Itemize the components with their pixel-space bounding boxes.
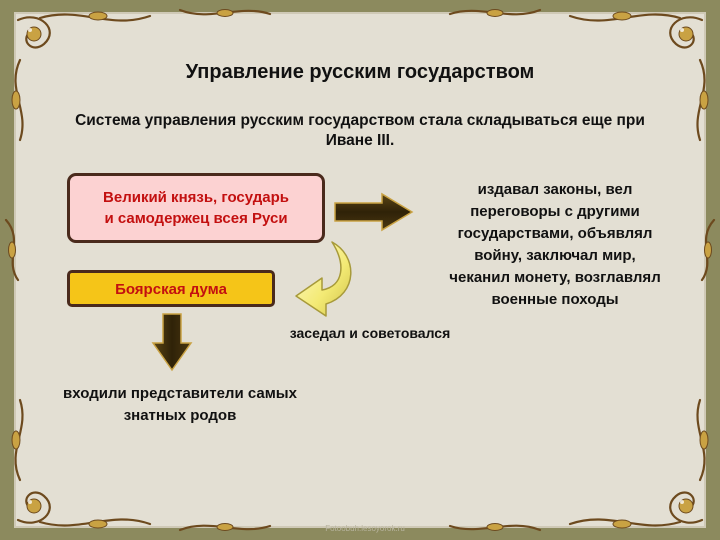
footer-watermark: Fotoobuh.lesoyorok.ru <box>325 524 405 533</box>
powers-line-2: переговоры с другими <box>470 203 640 220</box>
grand-prince-label: Великий князь, государь и самодержец все… <box>70 187 322 229</box>
powers-line-3: государствами, объявлял <box>457 225 653 242</box>
members-line-2: знатных родов <box>123 407 237 424</box>
grand-prince-line-1: Великий князь, государь <box>103 189 289 206</box>
grand-prince-box: Великий князь, государь и самодержец все… <box>67 173 325 243</box>
intro-text: Система управления русским государством … <box>75 112 645 149</box>
down-arrow-icon <box>151 313 193 372</box>
powers-line-4: войну, заключал мир, <box>474 247 636 264</box>
slide-title: Управление русским государством <box>185 61 535 83</box>
right-arrow-icon <box>334 192 414 232</box>
boyar-duma-label: Боярская дума <box>115 281 227 298</box>
duma-members-text: входили представители самых знатных родо… <box>20 383 340 427</box>
powers-line-6: военные походы <box>491 291 619 308</box>
prince-powers-text: издавал законы, вел переговоры с другими… <box>420 179 690 311</box>
grand-prince-line-2: и самодержец всея Руси <box>104 210 288 227</box>
members-line-1: входили представители самых <box>63 385 297 402</box>
powers-line-1: издавал законы, вел <box>477 181 633 198</box>
boyar-duma-box: Боярская дума <box>67 270 275 307</box>
powers-line-5: чеканил монету, возглавлял <box>449 269 661 286</box>
sat-and-advised-label: заседал и советовался <box>289 325 451 341</box>
curved-arrow-icon <box>295 241 352 317</box>
